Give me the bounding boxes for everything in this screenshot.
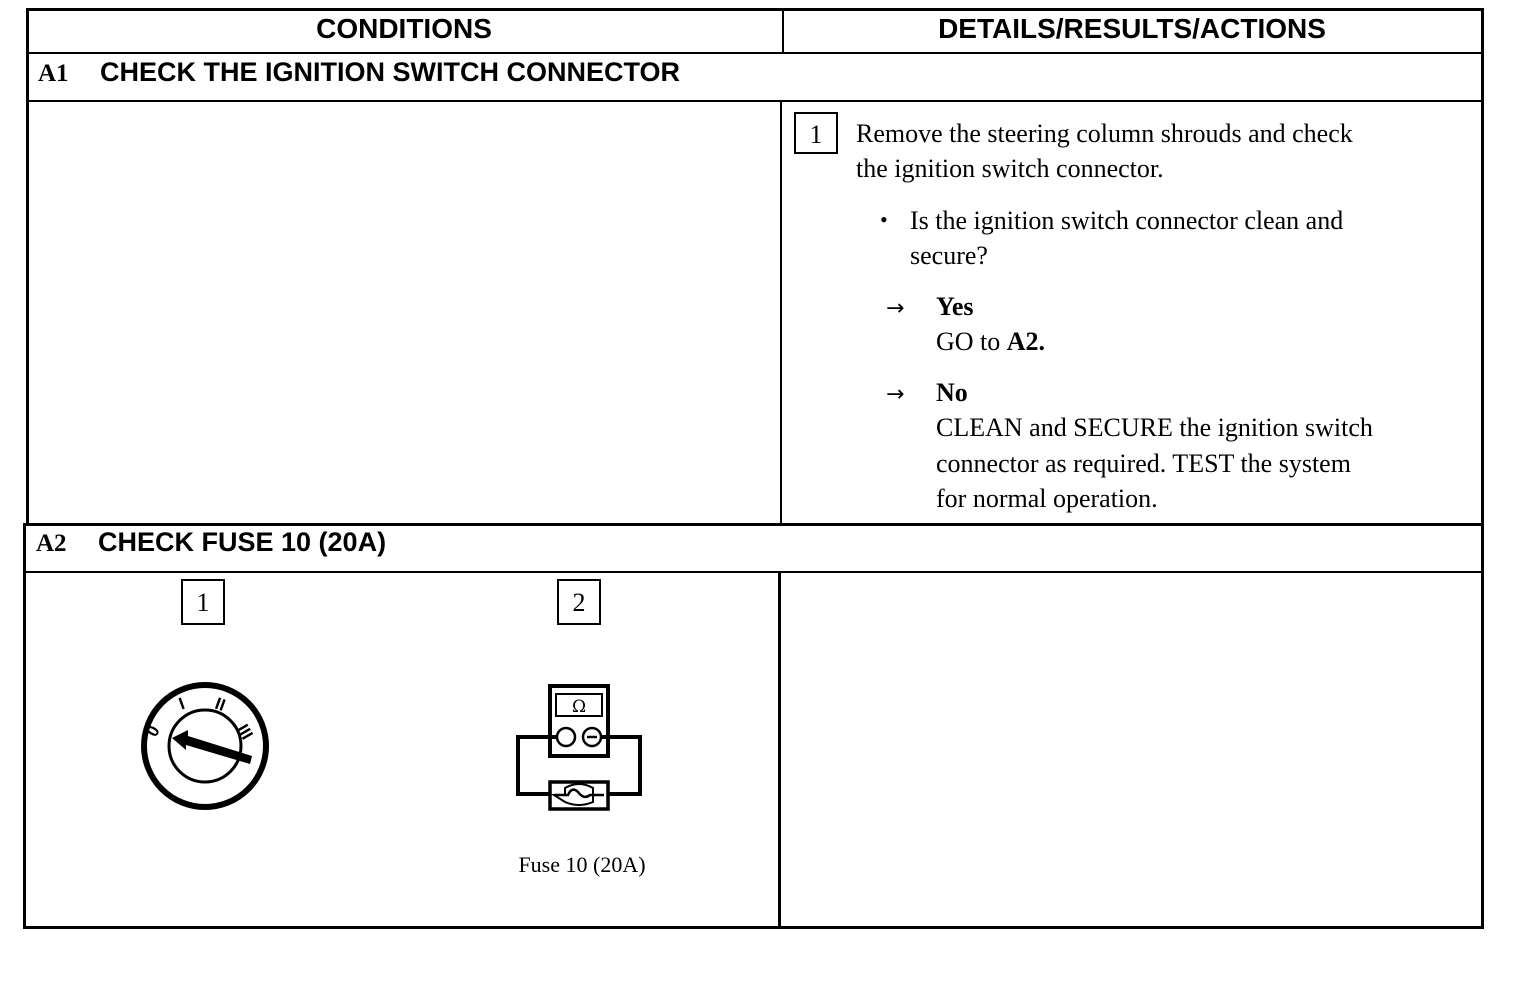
table-top-border bbox=[26, 8, 1484, 11]
step-a1-title-row: A1 CHECK THE IGNITION SWITCH CONNECTOR bbox=[38, 57, 680, 88]
yes-label: Yes bbox=[936, 292, 974, 321]
a2-column-divider bbox=[778, 571, 781, 929]
meter-positive-terminal bbox=[555, 726, 577, 748]
header-divider bbox=[28, 52, 1484, 54]
no-action-line-3: for normal operation. bbox=[936, 484, 1158, 513]
meter-left-lead bbox=[516, 735, 557, 796]
yes-action: GO to A2. bbox=[936, 324, 1045, 360]
a1-column-divider bbox=[780, 100, 782, 525]
no-action-line-2: connector as required. TEST the system bbox=[936, 449, 1351, 478]
illustration-2-number-box: 2 bbox=[557, 579, 601, 625]
no-action-line-1: CLEAN and SECURE the ignition switch bbox=[936, 413, 1373, 442]
table-right-border bbox=[1481, 8, 1484, 929]
header-column-divider bbox=[782, 8, 784, 54]
step-a1-id: A1 bbox=[38, 60, 69, 87]
question-line-2: secure? bbox=[910, 241, 988, 270]
fuse-wire bbox=[554, 788, 604, 799]
a2-title-divider bbox=[26, 571, 1484, 573]
fuse-caption: Fuse 10 (20A) bbox=[518, 852, 646, 877]
step-a2-id: A2 bbox=[36, 530, 67, 557]
table-left-border-lower bbox=[23, 523, 26, 929]
yes-action-prefix: GO to bbox=[936, 327, 1007, 356]
table-bottom-border bbox=[23, 926, 1484, 929]
question-line-1: Is the ignition switch connector clean a… bbox=[910, 206, 1344, 235]
a1-title-divider bbox=[28, 100, 1484, 102]
arrow-right-icon: → bbox=[886, 296, 905, 321]
bullet-icon: • bbox=[880, 207, 888, 232]
ignition-switch-outer-ring bbox=[141, 682, 269, 810]
table-left-border-upper bbox=[26, 8, 29, 526]
meter-right-lead bbox=[601, 735, 642, 796]
step-a2-title: CHECK FUSE 10 (20A) bbox=[98, 527, 387, 557]
instruction-line-2: the ignition switch connector. bbox=[856, 154, 1164, 183]
step-a1-title: CHECK THE IGNITION SWITCH CONNECTOR bbox=[100, 57, 680, 87]
arrow-right-icon: → bbox=[886, 382, 905, 407]
meter-symbol: Ω bbox=[572, 697, 586, 717]
switch-position-2: II bbox=[213, 694, 228, 715]
ohmmeter-icon: Ω bbox=[516, 684, 642, 811]
step-a2-title-row: A2 CHECK FUSE 10 (20A) bbox=[36, 527, 386, 558]
ignition-switch-inner-ring bbox=[167, 708, 243, 784]
a2-top-divider bbox=[26, 523, 1484, 526]
yes-action-target: A2. bbox=[1006, 327, 1046, 356]
ignition-switch-key-arrow bbox=[172, 730, 252, 764]
switch-position-1: I bbox=[176, 694, 187, 713]
substep-number-box: 1 bbox=[794, 112, 838, 154]
switch-position-3: III bbox=[233, 721, 257, 743]
instruction-line-1: Remove the steering column shrouds and c… bbox=[856, 119, 1353, 148]
header-conditions: CONDITIONS bbox=[316, 13, 492, 44]
no-label: No bbox=[936, 378, 968, 407]
fuse-icon bbox=[548, 780, 610, 811]
ignition-switch-icon: 0 I II III bbox=[141, 682, 269, 810]
meter-display bbox=[555, 693, 603, 717]
illustration-1-number-box: 1 bbox=[181, 579, 225, 625]
header-details-results-actions: DETAILS/RESULTS/ACTIONS bbox=[938, 13, 1326, 44]
fuse-element bbox=[550, 783, 594, 806]
